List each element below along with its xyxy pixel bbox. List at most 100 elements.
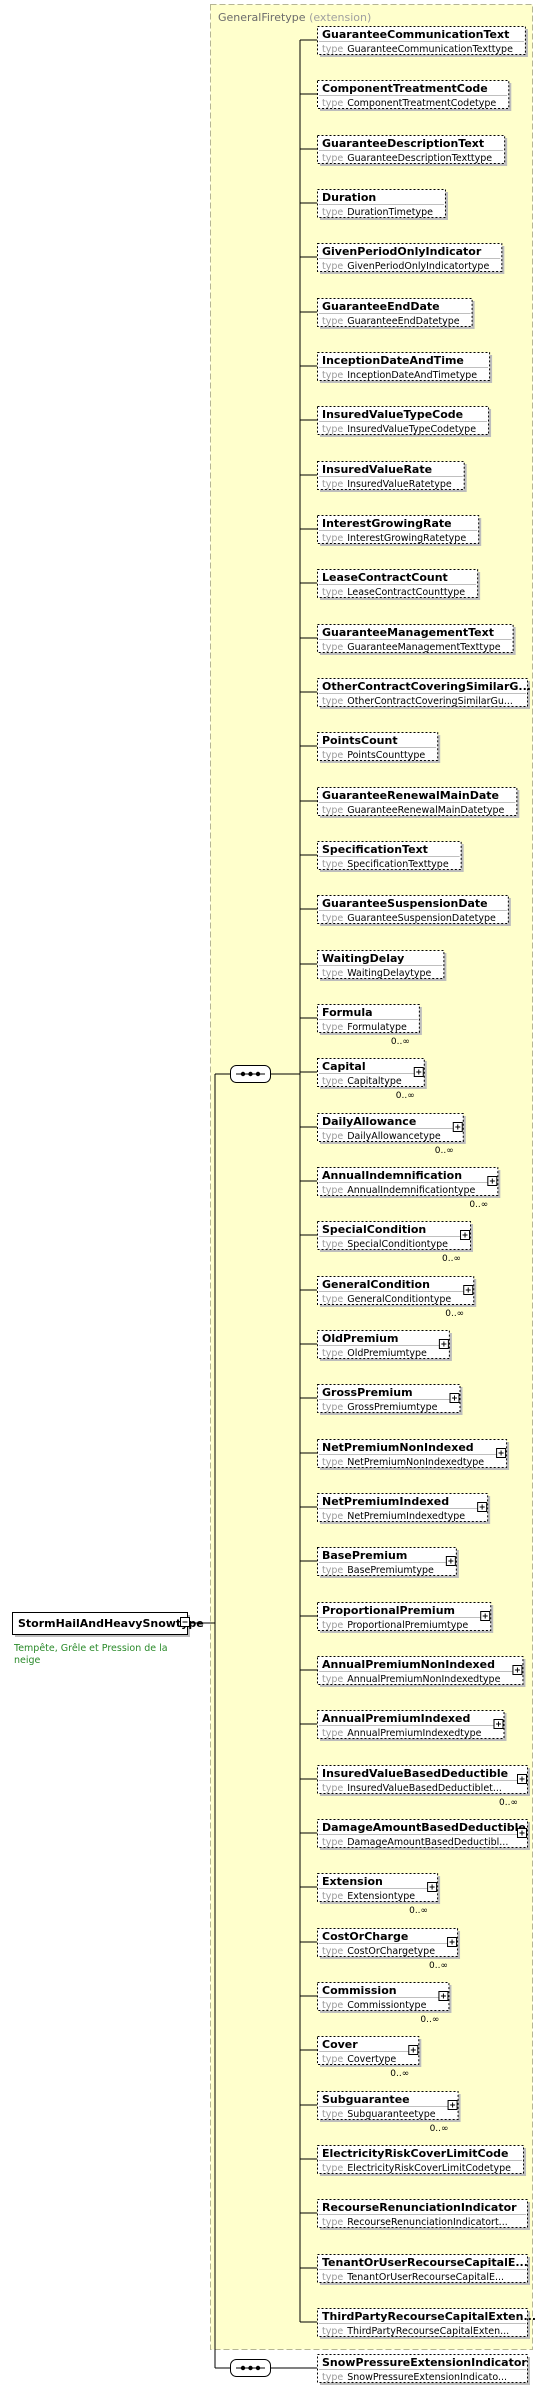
expand-icon[interactable] bbox=[517, 1828, 527, 1838]
element-name: NetPremiumIndexed bbox=[322, 1495, 449, 1508]
element-name: RecourseRenunciationIndicator bbox=[322, 2201, 517, 2214]
element-name: BasePremium bbox=[322, 1549, 407, 1562]
occurrence-label: 0..∞ bbox=[429, 1961, 448, 1971]
element-name: DailyAllowance bbox=[322, 1115, 416, 1128]
sequence-compositor-main[interactable] bbox=[230, 1065, 271, 1083]
element-name: GuaranteeEndDate bbox=[322, 300, 440, 313]
expand-icon[interactable] bbox=[413, 1067, 424, 1077]
expand-icon[interactable] bbox=[512, 1665, 523, 1675]
root-collapse-icon[interactable] bbox=[180, 1617, 190, 1627]
occurrence-label: 0..∞ bbox=[396, 1091, 415, 1101]
expand-icon[interactable] bbox=[427, 1882, 438, 1892]
sequence-compositor-lower[interactable] bbox=[230, 2359, 271, 2377]
expand-icon[interactable] bbox=[477, 1502, 488, 1512]
element-name: LeaseContractCount bbox=[322, 571, 448, 584]
expand-icon[interactable] bbox=[463, 1285, 474, 1295]
expand-icon[interactable] bbox=[496, 1448, 507, 1458]
root-element[interactable]: StormHailAndHeavySnowtype bbox=[12, 1612, 204, 1638]
expand-icon[interactable] bbox=[445, 1556, 456, 1566]
element-name: Duration bbox=[322, 191, 376, 204]
element-name: GrossPremium bbox=[322, 1386, 413, 1399]
element-name: Formula bbox=[322, 1006, 373, 1019]
expand-icon[interactable] bbox=[517, 1774, 527, 1784]
expand-icon[interactable] bbox=[438, 1991, 449, 2001]
element-name: Capital bbox=[322, 1060, 366, 1073]
occurrence-label: 0..∞ bbox=[442, 1254, 461, 1264]
expand-icon[interactable] bbox=[408, 2045, 419, 2055]
expand-icon[interactable] bbox=[447, 2100, 458, 2110]
expand-icon[interactable] bbox=[449, 1393, 460, 1403]
expand-icon[interactable] bbox=[493, 1719, 504, 1729]
expand-icon[interactable] bbox=[480, 1611, 491, 1621]
expand-icon[interactable] bbox=[487, 1176, 498, 1186]
expand-icon[interactable] bbox=[438, 1339, 449, 1349]
expand-icon[interactable] bbox=[447, 1937, 458, 1947]
element-name: WaitingDelay bbox=[322, 952, 404, 965]
expand-icon[interactable] bbox=[460, 1230, 471, 1240]
expand-icon[interactable] bbox=[452, 1122, 463, 1132]
element-name: Extension bbox=[322, 1875, 383, 1888]
occurrence-label: 0..∞ bbox=[420, 2015, 439, 2025]
